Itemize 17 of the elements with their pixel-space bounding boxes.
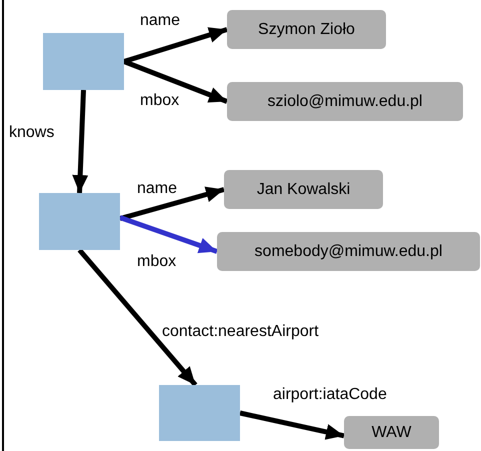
arrow (123, 27, 228, 64)
arrow (119, 215, 218, 254)
arrow (78, 248, 198, 387)
edge-label: airport:iataCode (272, 386, 388, 404)
literal-box: Jan Kowalski (224, 170, 383, 209)
arrow (123, 59, 228, 104)
arrow (239, 410, 345, 440)
edge-label: contact:nearestAirport (161, 323, 320, 341)
arrow (72, 90, 88, 194)
literal-box: Szymon Zioło (227, 10, 386, 49)
literal-box: sziolo@mimuw.edu.pl (227, 82, 463, 121)
literal-box: WAW (344, 416, 439, 449)
literal-box: somebody@mimuw.edu.pl (217, 232, 480, 271)
resource-box (43, 33, 124, 90)
resource-box (159, 385, 240, 441)
resource-box (39, 193, 120, 250)
arrow (119, 186, 225, 222)
